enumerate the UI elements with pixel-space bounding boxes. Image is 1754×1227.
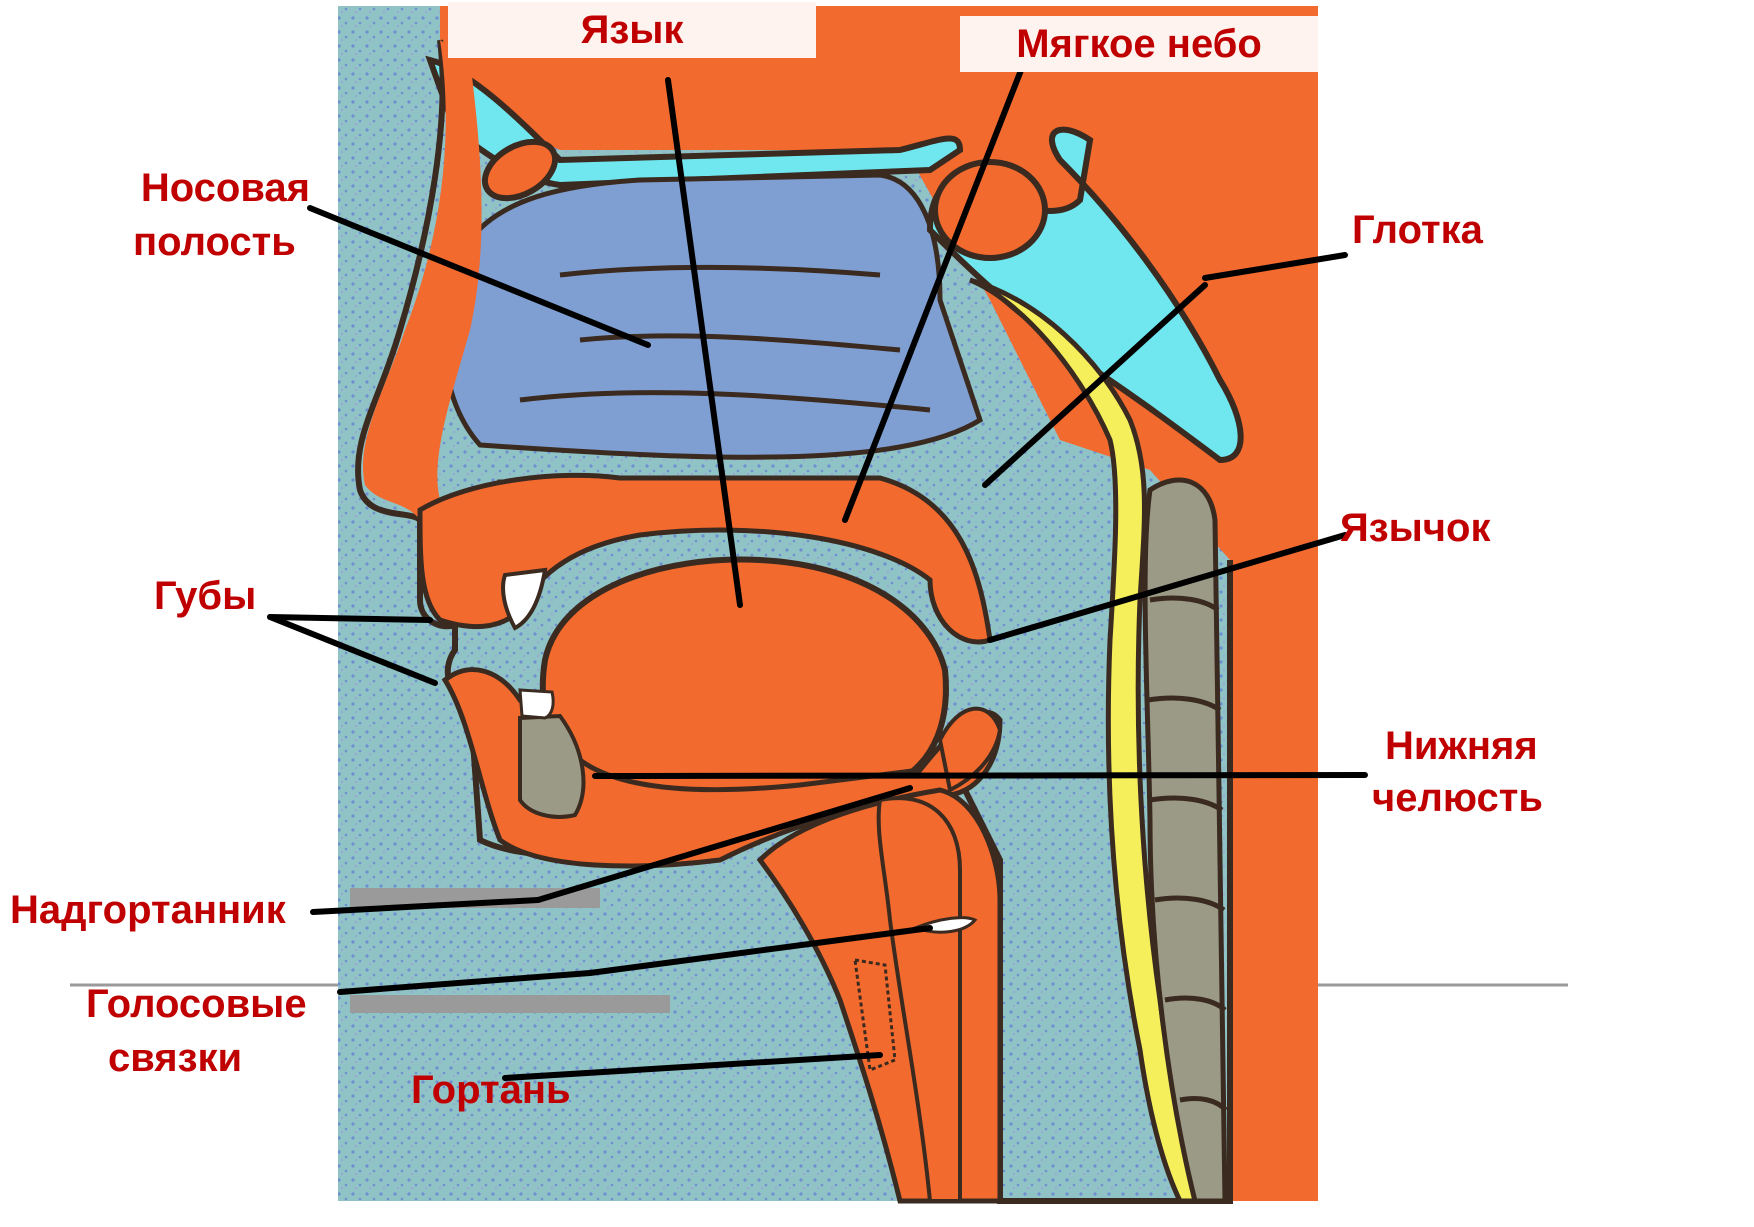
label-soft-palate: Мягкое небо	[960, 16, 1318, 72]
label-larynx: Гортань	[411, 1062, 571, 1118]
label-lower-jaw-line2: челюсть	[1372, 770, 1543, 826]
leader-lips-1	[270, 617, 430, 620]
label-vocal-cords-line1: Голосовые	[86, 976, 307, 1032]
label-nasal-cavity-line2: полость	[133, 214, 296, 270]
lower-tooth	[520, 690, 553, 718]
label-uvula: Язычок	[1340, 500, 1490, 556]
label-pharynx: Глотка	[1352, 202, 1483, 258]
label-epiglottis: Надгортанник	[10, 882, 286, 938]
leader-lower-jaw	[595, 775, 1365, 776]
watermark-bar	[350, 995, 670, 1013]
label-vocal-cords-line2: связки	[108, 1030, 242, 1086]
label-tongue: Язык	[448, 2, 816, 58]
label-nasal-cavity-line1: Носовая	[100, 160, 310, 216]
label-lips: Губы	[154, 568, 256, 624]
label-lower-jaw-line1: Нижняя	[1385, 718, 1538, 774]
tongue-body	[543, 560, 946, 795]
